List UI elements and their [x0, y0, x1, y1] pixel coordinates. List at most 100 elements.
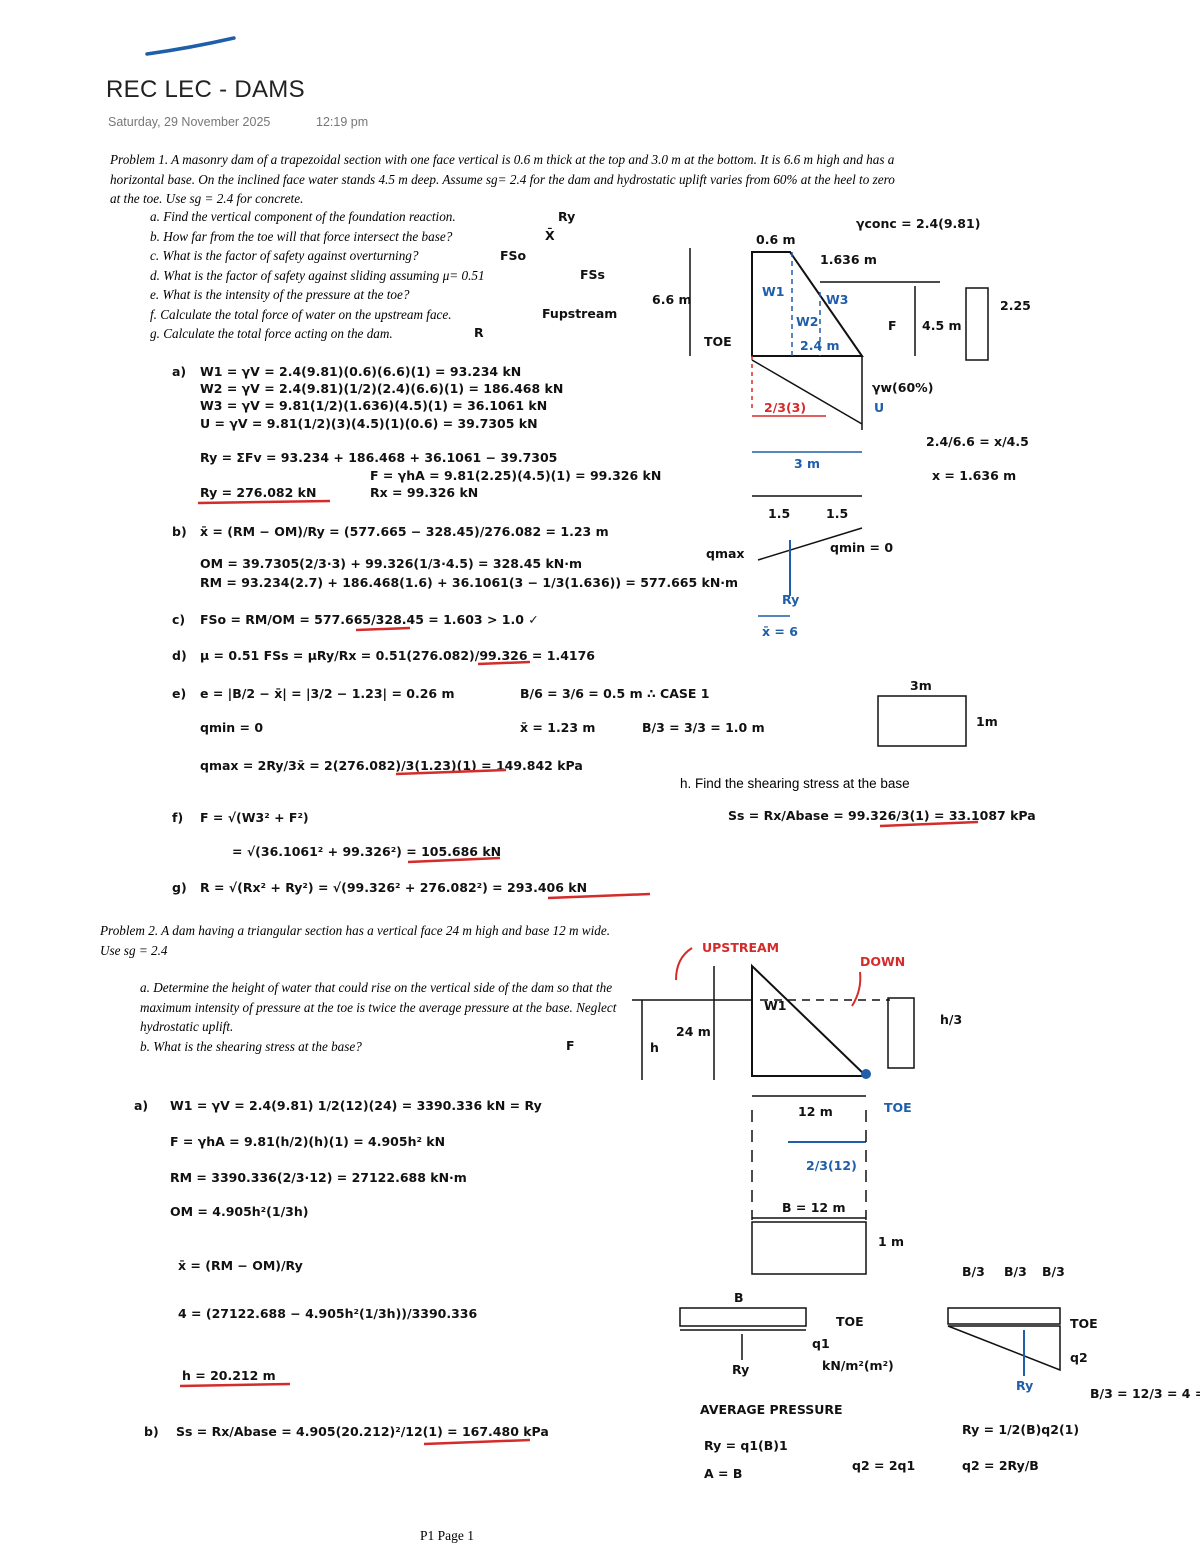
p1-half-2: 1.5	[826, 506, 848, 521]
underline-d	[477, 660, 531, 666]
p1-dim-24: 2.4 m	[800, 338, 840, 353]
p2-1m: 1 m	[878, 1234, 904, 1249]
p2-toe-2: TOE	[836, 1314, 864, 1329]
problem2-item-a: a. Determine the height of water that co…	[140, 980, 617, 1034]
p1-half-1: 1.5	[768, 506, 790, 521]
p1f-line2: = √(36.1061² + 99.326²) = 105.686 kN	[232, 844, 501, 859]
p2-toe-3: TOE	[1070, 1316, 1098, 1331]
label-a: a)	[172, 364, 186, 379]
p1-dim-height: 6.6 m	[652, 292, 692, 307]
p2-b3-1: B/3	[962, 1264, 985, 1279]
tag-fss: FSs	[580, 267, 605, 282]
p1-dam-diagram	[689, 248, 989, 747]
underline-e	[395, 768, 507, 776]
p1b-line1: x̄ = (RM − OM)/Ry = (577.665 − 328.45)/2…	[200, 524, 609, 539]
p1b-line2: OM = 39.7305(2/3·3) + 99.326(1/3·4.5) = …	[200, 556, 582, 571]
p2a-line2: F = γhA = 9.81(h/2)(h)(1) = 4.905h² kN	[170, 1134, 445, 1149]
p1h-line1: Ss = Rx/Abase = 99.326/3(1) = 33.1087 kP…	[728, 808, 1036, 823]
p1a-answer: Ry = 276.082 kN	[200, 485, 316, 500]
problem1-list: a. Find the vertical component of the fo…	[150, 207, 710, 344]
underline-g	[547, 892, 651, 900]
problem1-statement: Problem 1. A masonry dam of a trapezoida…	[110, 152, 895, 206]
problem1-item-h: h. Find the shearing stress at the base	[680, 776, 910, 791]
p2-ry-1: Ry	[732, 1362, 749, 1377]
p1-gamma-conc: γconc = 2.4(9.81)	[856, 216, 980, 231]
underline-h	[879, 820, 979, 828]
p1-w3: W3	[826, 292, 849, 307]
label-f: f)	[172, 810, 183, 825]
p2a-line3: RM = 3390.336(2/3·12) = 27122.688 kN·m	[170, 1170, 467, 1185]
p1-xbar: x̄ = 6	[762, 624, 798, 639]
p2a-line5: x̄ = (RM − OM)/Ry	[178, 1258, 303, 1273]
p1-block-3m: 3m	[910, 678, 932, 693]
p2-down: DOWN	[860, 954, 905, 969]
underline-c	[355, 626, 411, 632]
p1e-line4: B/3 = 3/3 = 1.0 m	[642, 720, 765, 735]
p2-b-label: B	[734, 1290, 744, 1305]
p2-h3: h/3	[940, 1012, 962, 1027]
page-date: Saturday, 29 November 2025	[108, 115, 271, 129]
p1b-line3: RM = 93.234(2.7) + 186.468(1.6) + 36.106…	[200, 575, 738, 590]
p1e-line1: e = |B/2 − x̄| = |3/2 − 1.23| = 0.26 m	[200, 686, 455, 701]
p2-ry-half: Ry = 1/2(B)q2(1)	[962, 1422, 1079, 1437]
p1-x-result: x = 1.636 m	[932, 468, 1016, 483]
p2-toe: TOE	[884, 1100, 912, 1115]
tag-fso: FSo	[500, 248, 527, 263]
p2a-answer: h = 20.212 m	[182, 1368, 276, 1383]
p1-uplift-gamma: γw(60%)	[872, 380, 933, 395]
p1-w2: W2	[796, 314, 819, 329]
p2-dam-diagram	[632, 947, 1061, 1376]
label-e: e)	[172, 686, 186, 701]
p2-a-b: A = B	[704, 1466, 742, 1481]
tag-r: R	[474, 325, 484, 340]
p1-ry: Ry	[782, 592, 799, 607]
problem2-item-b: b. What is the shearing stress at the ba…	[140, 1038, 362, 1054]
p2-b3-3: B/3	[1042, 1264, 1065, 1279]
underline-f	[407, 856, 501, 864]
p1a-line7: Rx = 99.326 kN	[370, 485, 478, 500]
tag-xbar: X̄	[545, 228, 555, 243]
p1-dim-water: 4.5 m	[922, 318, 962, 333]
p2-q2-eq: q2 = 2q1	[852, 1458, 915, 1473]
problem1-item-b: b. How far from the toe will that force …	[150, 228, 453, 244]
p2-units: kN/m²(m²)	[822, 1358, 894, 1373]
problem1-item-a: a. Find the vertical component of the fo…	[150, 209, 456, 224]
label-b: b)	[172, 524, 187, 539]
p1e-line2: B/6 = 3/6 = 0.5 m ∴ CASE 1	[520, 686, 709, 701]
p2-two-thirds: 2/3(12)	[806, 1158, 857, 1173]
p1e-line5: qmin = 0	[200, 720, 263, 735]
p1a-line3: W3 = γV = 9.81(1/2)(1.636)(4.5)(1) = 36.…	[200, 398, 547, 413]
problem1-item-d: d. What is the factor of safety against …	[150, 267, 485, 283]
p2a-line4: OM = 4.905h²(1/3h)	[170, 1204, 308, 1219]
p1e-line6: qmax = 2Ry/3x̄ = 2(276.082)/3(1.23)(1) =…	[200, 758, 583, 773]
p1f-line1: F = √(W3² + F²)	[200, 810, 309, 825]
problem1-item-c: c. What is the factor of safety against …	[150, 248, 419, 263]
p1g-line1: R = √(Rx² + Ry²) = √(99.326² + 276.082²)…	[200, 880, 587, 895]
p1-dim-1636: 1.636 m	[820, 252, 877, 267]
p1-w1: W1	[762, 284, 785, 299]
p2b-line1: Ss = Rx/Abase = 4.905(20.212)²/12(1) = 1…	[176, 1424, 549, 1439]
underline-p2b	[423, 1438, 531, 1446]
p2-ry-q1: Ry = q1(B)1	[704, 1438, 788, 1453]
p2-12m: 12 m	[798, 1104, 833, 1119]
problem1-item-f: f. Calculate the total force of water on…	[150, 306, 452, 322]
label-c: c)	[172, 612, 185, 627]
p1-uplift-arm: 2/3(3)	[764, 400, 806, 415]
pen-stroke-decoration	[145, 36, 236, 56]
p2a-line1: W1 = γV = 2.4(9.81) 1/2(12)(24) = 3390.3…	[170, 1098, 542, 1113]
tag-fup: Fupstream	[542, 306, 617, 321]
p2-q2: q2	[1070, 1350, 1088, 1365]
p1d-line1: μ = 0.51 FSs = μRy/Rx = 0.51(276.082)/99…	[200, 648, 595, 663]
p2-b12: B = 12 m	[782, 1200, 845, 1215]
p1-qmax: qmax	[706, 546, 744, 561]
p1a-line6: F = γhA = 9.81(2.25)(4.5)(1) = 99.326 kN	[370, 468, 661, 483]
p1-force-f: F	[888, 318, 897, 333]
p1e-line3: x̄ = 1.23 m	[520, 720, 595, 735]
p2-b3-2: B/3	[1004, 1264, 1027, 1279]
p1c-line1: FSo = RM/OM = 577.665/328.45 = 1.603 > 1…	[200, 612, 539, 627]
p1-dim-225: 2.25	[1000, 298, 1031, 313]
label-p2-b: b)	[144, 1424, 159, 1439]
p2-q2-result: q2 = 2Ry/B	[962, 1458, 1039, 1473]
p1a-line2: W2 = γV = 2.4(9.81)(1/2)(2.4)(6.6)(1) = …	[200, 381, 563, 396]
